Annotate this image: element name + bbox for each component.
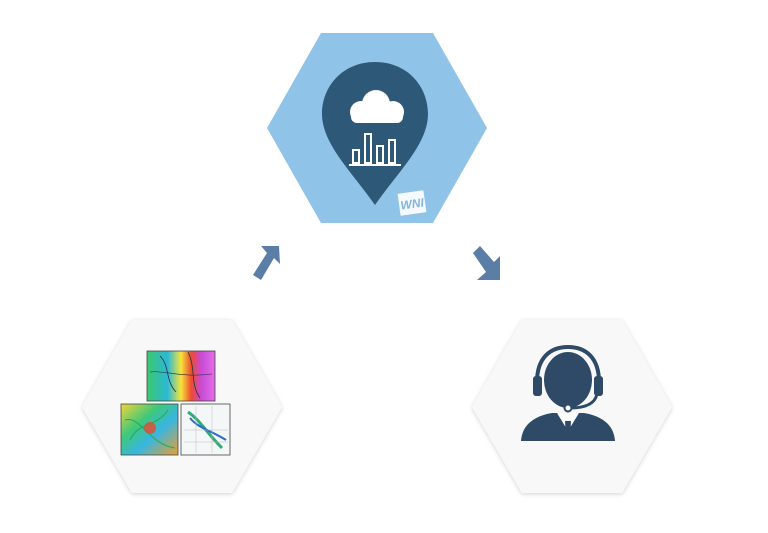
arrow-down-right-icon <box>473 246 500 280</box>
weather-maps-icon <box>120 350 231 456</box>
wni-logo-badge: WNI <box>397 190 427 216</box>
weather-maps-node[interactable] <box>82 320 282 493</box>
headset-operator-icon <box>521 344 615 441</box>
arrow-up-right-icon <box>253 246 280 280</box>
wni-badge-text: WNI <box>400 195 426 212</box>
location-pin-cloud-chart-icon <box>322 62 428 205</box>
support-operator-node[interactable] <box>472 320 672 493</box>
weather-platform-node[interactable]: WNI <box>267 33 487 223</box>
